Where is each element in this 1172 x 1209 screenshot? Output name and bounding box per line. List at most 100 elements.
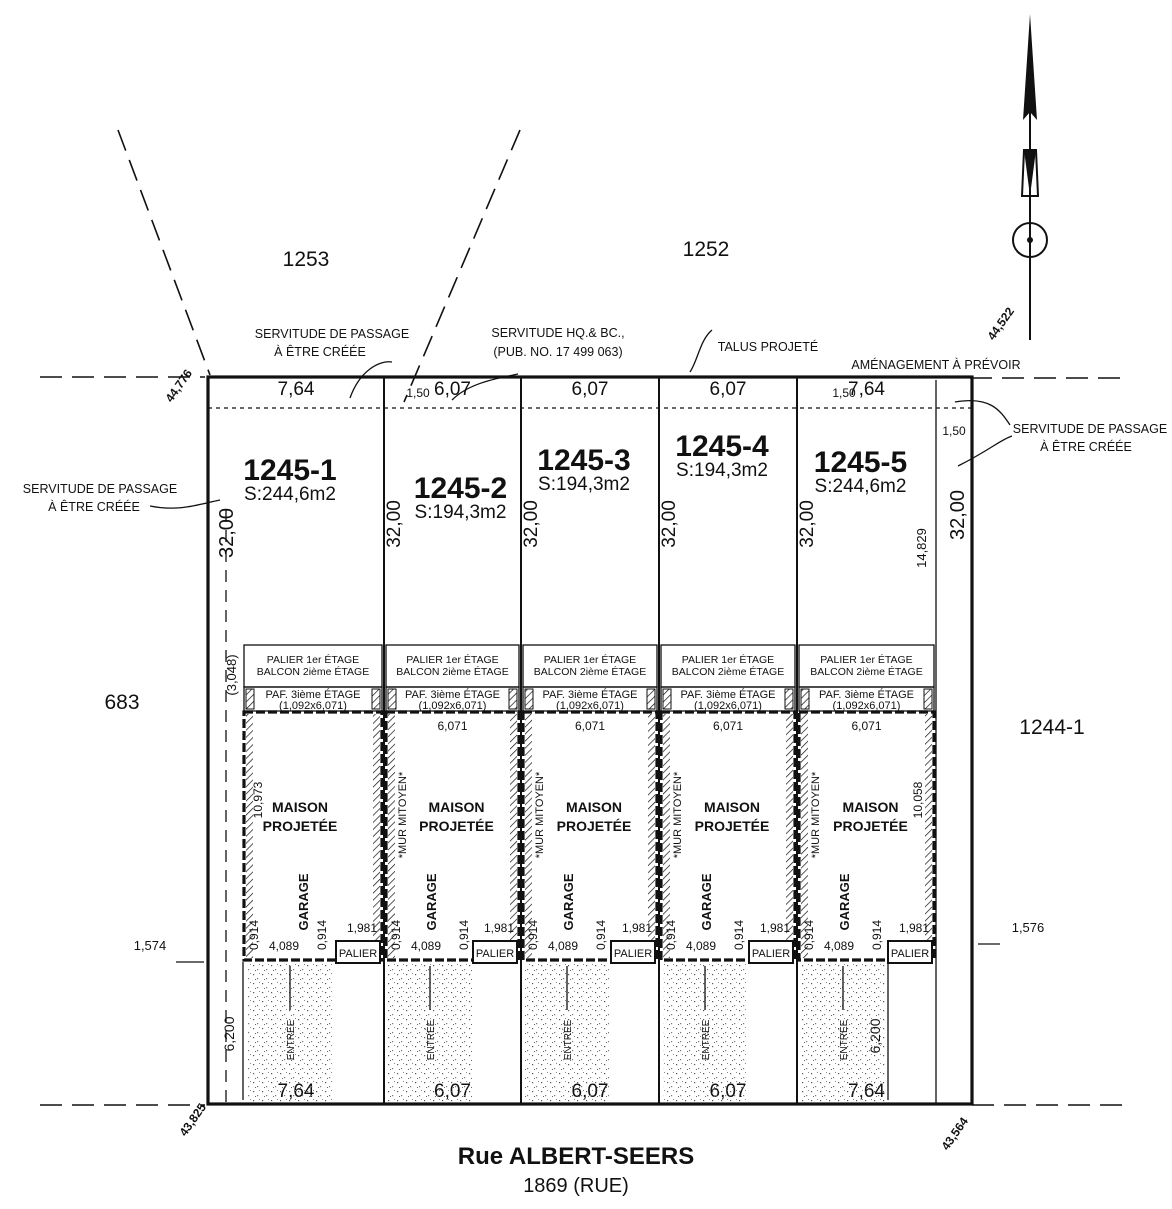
adjacent-lot-683: 683 [104,691,139,714]
entree-label: ENTRÉE [424,1019,437,1060]
garage-label: GARAGE [561,873,576,930]
gap-dim: 0,914 [247,920,261,950]
garage-width: 4,089 [411,939,441,953]
lot-front-dim: 7,64 [278,379,315,400]
front-palier-box [887,940,933,964]
palier-label: PALIER 1er ÉTAGE [544,653,636,666]
palier-width: 1,981 [484,921,514,935]
paf-hatch-right [923,688,933,710]
paf-size: (1,092x6,071) [694,700,762,712]
house-label: MAISON [272,799,328,815]
paf-hatch-left [387,688,397,710]
gap-dim: 0,914 [802,920,816,950]
elevation-bottom-right: 43,564 [938,1114,971,1152]
adjacent-lot-1253: 1253 [283,248,330,271]
lot-front-dim: 6,07 [434,379,471,400]
paf-hatch-left [800,688,810,710]
house-label: PROJETÉE [695,818,770,834]
mur-mitoyen-label: *MUR MITOYEN* [672,771,684,858]
entree-label: ENTRÉE [699,1019,712,1060]
gap-dim: 0,914 [526,920,540,950]
lot-number: 1245-3 [537,444,630,477]
lot-front-dim: 6,07 [572,379,609,400]
side-depth-right: 32,00 [947,490,969,540]
side-depth-left: 32,00 [216,508,238,558]
palier-width: 1,981 [760,921,790,935]
house-depth: 10,058 [911,781,925,818]
lot-depth: 32,00 [797,500,818,548]
wall-hatch [525,714,532,958]
amenagement-note: AMÉNAGEMENT À PRÉVOIR [851,357,1020,372]
house-depth: 10,973 [251,781,265,818]
house-width: 6,071 [437,719,467,733]
wall-hatch [246,714,253,958]
house-outline [521,710,659,962]
note-line: SERVITUDE DE PASSAGE [255,327,409,341]
wall-hatch [663,714,670,958]
balcon-label: BALCON 2ième ÉTAGE [396,665,508,678]
front-palier-box [335,940,381,964]
servitude-width-left: 1,50 [406,386,430,400]
garage-label: GARAGE [837,873,852,930]
paf-size: (1,092x6,071) [279,700,347,712]
paf-size: (1,092x6,071) [556,700,624,712]
palier-width: 1,981 [347,921,377,935]
west-offset: (3,048) [224,654,239,695]
house-label: PROJETÉE [419,818,494,834]
adjacent-lot-1252: 1252 [683,238,730,261]
elevation-top-right: 44,522 [984,304,1017,342]
paf-label: PAF. 3ième ÉTAGE [819,688,914,701]
lot-number: 1245-5 [814,446,907,479]
paf-hatch-left [245,688,255,710]
house-label: PROJETÉE [263,818,338,834]
gap-dim: 0,914 [594,920,608,950]
adjacent-boundaries [40,129,1130,1106]
gap-dim: 0,914 [664,920,678,950]
lot-area: S:194,3m2 [676,460,768,481]
wall-hatch [648,714,655,958]
front-dim-left: 1,574 [134,938,167,953]
servitude-width-right: 1,50 [942,424,966,438]
servitude-note-right: SERVITUDE DE PASSAGE À ÊTRE CRÉÉE [1013,422,1167,454]
property-outline [206,375,974,1106]
house-label: MAISON [843,799,899,815]
paf-label: PAF. 3ième ÉTAGE [405,688,500,701]
wall-hatch [801,714,808,958]
lot-front-dim: 6,07 [710,379,747,400]
house-width: 6,071 [851,719,881,733]
front-palier-box [472,940,518,964]
entree-label: ENTRÉE [837,1019,850,1060]
house-outline [797,710,936,962]
mur-mitoyen-label: *MUR MITOYEN* [397,771,409,858]
front-palier-label: PALIER [339,948,377,960]
lot-area: S:194,3m2 [415,502,507,523]
lot-number: 1245-1 [243,454,336,487]
house-width: 6,071 [575,719,605,733]
garage-width: 4,089 [686,939,716,953]
balcon-label: BALCON 2ième ÉTAGE [810,665,922,678]
entree-label: ENTRÉE [561,1019,574,1060]
balcon-label: BALCON 2ième ÉTAGE [672,665,784,678]
wall-hatch [786,714,793,958]
lot-depth: 32,00 [521,500,542,548]
balcon-label: BALCON 2ième ÉTAGE [257,665,369,678]
gap-dim: 0,914 [870,920,884,950]
lot-front-dim: 7,64 [848,379,885,400]
elevation-top-left: 44,776 [162,366,195,404]
servitude-width-top-right: 1,50 [832,386,856,400]
adjacent-lot-1244-1: 1244-1 [1019,716,1084,739]
mur-mitoyen-label: *MUR MITOYEN* [810,771,822,858]
servitude-hq-note: SERVITUDE HQ.& BC., (PUB. NO. 17 499 063… [491,326,624,359]
garage-label: GARAGE [296,873,311,930]
house-label: PROJETÉE [833,818,908,834]
lot-number: 1245-2 [414,472,507,505]
note-line: À ÊTRE CRÉÉE [274,344,366,359]
street-lot: 1869 (RUE) [523,1175,629,1197]
lot-area: S:244,6m2 [815,476,907,497]
palier-width: 1,981 [899,921,929,935]
gap-dim: 0,914 [732,920,746,950]
house-label: PROJETÉE [557,818,632,834]
wall-hatch [925,714,932,958]
house-outline [242,710,384,962]
house-outline [659,710,797,962]
